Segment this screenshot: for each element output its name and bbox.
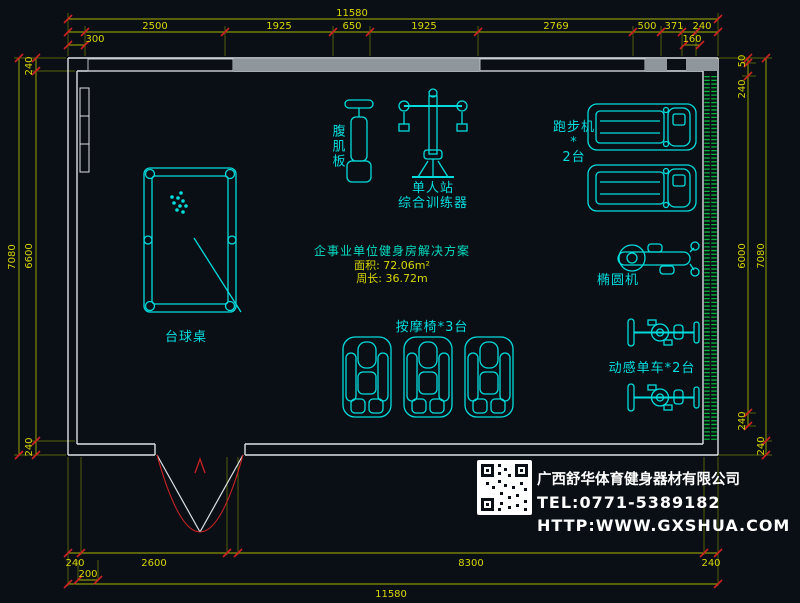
label-treadmill-2: * [570,135,578,150]
label-trainer-1: 单人站 [412,181,454,196]
door-center-mark [194,457,206,474]
label-treadmill-1: 跑步机 [553,120,595,135]
label-treadmill-3: 2台 [562,150,585,165]
dim-left-inner-2: 240 [24,437,35,456]
label-trainer-2: 综合训练器 [398,196,468,211]
multi-trainer [398,88,468,178]
dim-top-seg-2: 650 [342,21,361,32]
dim-right-inner-1: 240 [737,79,748,98]
wall-segments [87,58,718,72]
dim-left-outer: 7080 [7,244,18,269]
radiator [79,87,90,173]
dim-right-outer-bottom: 240 [756,436,767,455]
dim-bottom-1: 2600 [141,558,166,569]
plan-title: 企事业单位健身房解决方案 [314,243,470,258]
billiard-cue [193,237,242,313]
company-url: HTTP:WWW.GXSHUA.COM [537,516,790,535]
label-spin-bike: 动感单车*2台 [609,360,696,376]
dim-right-outer: 7080 [756,243,767,268]
dim-bottom-small: 200 [78,569,97,580]
ab-board [344,99,374,183]
footer: 广西舒华体育健身器材有限公司 TEL:0771-5389182 HTTP:WWW… [477,460,790,535]
window-hatch [704,76,717,440]
dim-top-seg-0: 2500 [142,21,167,32]
dim-top-seg-3: 1925 [411,21,436,32]
dim-left-inner-1: 6600 [24,243,35,268]
dim-top-seg-1: 1925 [266,21,291,32]
dim-top-seg-6: 371 [664,21,683,32]
dim-top-seg-4: 2769 [543,21,568,32]
dim-top-seg-5: 500 [637,21,656,32]
company-name: 广西舒华体育健身器材有限公司 [537,470,740,488]
billiard-table [143,167,242,313]
dim-top-total: 11580 [336,8,368,19]
dim-right-inner-2: 6000 [737,243,748,268]
plan-area: 面积: 72.06m² [354,259,430,272]
dim-top-seg-7: 240 [692,21,711,32]
dim-right-inner-0: 50 [737,55,748,68]
equipment-labels: 台球桌 腹肌板 单人站 综合训练器 跑步机 * 2台 椭圆机 按摩椅*3台 动感… [165,120,696,376]
dim-bottom-2: 8300 [458,558,483,569]
billiard-balls [170,191,188,214]
entrance-door [156,454,244,533]
dim-top-left-small: 300 [85,34,104,45]
dim-bottom-total: 11580 [375,589,407,600]
dimension-lines [18,18,767,585]
plan-info: 企事业单位健身房解决方案 面积: 72.06m² 周长: 36.72m [314,243,470,285]
dim-bottom-3: 240 [701,558,720,569]
qr-code [477,460,532,515]
dim-bottom-0: 240 [65,558,84,569]
elliptical-machine [617,241,700,277]
dim-top-right-small: 160 [682,34,701,45]
dim-left-inner-0: 240 [24,56,35,75]
dim-right-inner-3: 240 [737,411,748,430]
label-massage: 按摩椅*3台 [396,319,469,335]
label-elliptical: 椭圆机 [597,272,639,288]
door-swing-arc [156,454,244,533]
company-tel: TEL:0771-5389182 [537,493,721,512]
label-billiard: 台球桌 [165,330,207,345]
dimension-labels: 11580 2500 1925 650 1925 2769 500 371 24… [7,8,767,600]
plan-perimeter: 周长: 36.72m [356,272,427,285]
label-ab-board: 腹肌板 [330,123,346,169]
